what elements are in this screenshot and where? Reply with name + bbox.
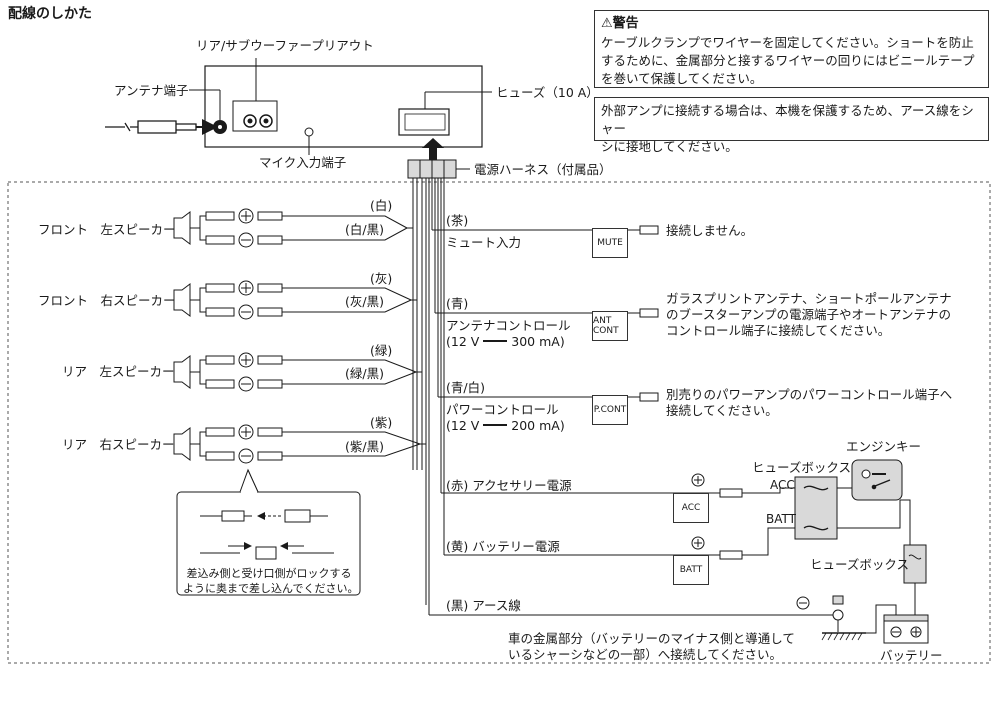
speaker-icon bbox=[173, 211, 191, 245]
speaker-wire-minus bbox=[282, 443, 421, 457]
speaker-label-1: フロント 左スピーカー bbox=[38, 222, 176, 237]
warning-heading: ⚠警告 bbox=[601, 16, 639, 31]
battery-label: バッテリー bbox=[880, 648, 943, 663]
desc-mute: 接続しません。 bbox=[666, 223, 754, 238]
wire-name-pcont: パワーコントロール bbox=[446, 402, 559, 417]
amp-note-line-1: 外部アンプに接続する場合は、本機を保護するため、アース線をシャー bbox=[601, 103, 974, 137]
dc-symbol bbox=[483, 340, 508, 342]
antenna-plug bbox=[105, 120, 197, 134]
acc-label: ACC bbox=[770, 478, 795, 492]
desc-pcont-line-2: 接続してください。 bbox=[666, 403, 778, 418]
tag-acc: ACC bbox=[673, 493, 709, 523]
fuse-box-label: ヒューズボックス bbox=[752, 460, 852, 475]
wire-minus-1: (白/黒) bbox=[345, 222, 384, 237]
mic-jack bbox=[304, 127, 314, 137]
wire-spec-ant: (12 V 300 mA) bbox=[446, 334, 565, 349]
wire-acc-label: (赤) アクセサリー電源 bbox=[446, 478, 572, 493]
wire-name-mute: ミュート入力 bbox=[446, 235, 522, 250]
speaker-label-2: フロント 右スピーカー bbox=[38, 293, 176, 308]
warning-icon: ⚠ bbox=[601, 16, 613, 31]
speaker-icon bbox=[173, 355, 191, 389]
wire-plus-2: (灰) bbox=[370, 271, 393, 286]
wire-name-ant: アンテナコントロール bbox=[446, 318, 571, 333]
wire-color-ant: (青) bbox=[446, 296, 469, 311]
wire-plus-3: (緑) bbox=[370, 343, 393, 358]
speaker-wire-minus bbox=[282, 371, 417, 385]
connector-note-box bbox=[176, 491, 361, 596]
speaker-wire-minus bbox=[282, 227, 408, 241]
speaker-icon bbox=[173, 427, 191, 461]
mic-input-label: マイク入力端子 bbox=[259, 155, 347, 170]
speaker-wire-plus bbox=[282, 359, 417, 373]
fuse-box bbox=[794, 476, 838, 540]
wire-minus-3: (緑/黒) bbox=[345, 366, 384, 381]
warning-line-1: ケーブルクランプでワイヤーを固定してください。ショートを防止 bbox=[601, 34, 974, 50]
wire-plus-1: (白) bbox=[370, 198, 393, 213]
wire-color-mute: (茶) bbox=[446, 213, 469, 228]
wire-bundle bbox=[412, 178, 445, 615]
speaker-group bbox=[173, 208, 426, 464]
wire-plus-4: (紫) bbox=[370, 415, 393, 430]
warning-line-3: を巻いて保護してください。 bbox=[601, 71, 763, 87]
power-connector bbox=[398, 108, 450, 136]
page-title: 配線のしかた bbox=[8, 6, 92, 22]
wire-ground-label: (黒) アース線 bbox=[446, 598, 521, 613]
desc-pcont-line-1: 別売りのパワーアンプのパワーコントロール端子へ bbox=[666, 387, 953, 402]
rear-sub-preout-label: リア/サブウーファープリアウト bbox=[196, 38, 374, 53]
desc-ant-line-3: コントロール端子に接続してください。 bbox=[666, 323, 891, 338]
antenna-terminal-label: アンテナ端子 bbox=[114, 83, 189, 98]
tag-p-cont: P.CONT bbox=[592, 395, 628, 425]
tag-batt: BATT bbox=[673, 555, 709, 585]
chassis-ground bbox=[820, 595, 866, 641]
power-harness-label: 電源ハーネス（付属品） bbox=[474, 162, 612, 177]
speaker-wire-plus bbox=[282, 215, 408, 229]
speaker-wire-plus bbox=[282, 431, 421, 445]
engine-key bbox=[851, 459, 903, 501]
fuse-label: ヒューズ（10 A） bbox=[496, 85, 599, 100]
desc-ant-line-1: ガラスプリントアンテナ、ショートポールアンテナ bbox=[666, 291, 952, 306]
speaker-icon bbox=[173, 283, 191, 317]
wire-spec-pcont: (12 V 200 mA) bbox=[446, 418, 565, 433]
engine-key-label: エンジンキー bbox=[846, 439, 922, 454]
wire-color-pcont: (青/白) bbox=[446, 380, 485, 395]
wire-batt-label: (黄) バッテリー電源 bbox=[446, 539, 560, 554]
fuse-box-2-label: ヒューズボックス bbox=[810, 557, 910, 572]
speaker-label-3: リア 左スピーカー bbox=[62, 364, 175, 379]
amp-note-line-2: シに接地してください。 bbox=[601, 139, 738, 155]
connector-note: 差込み側と受け口側がロックする ように奥まで差し込んでください。 bbox=[183, 567, 359, 595]
speaker-wire-plus bbox=[282, 287, 412, 301]
batt-label: BATT bbox=[766, 512, 796, 526]
dc-symbol bbox=[483, 424, 508, 426]
wire-minus-4: (紫/黒) bbox=[345, 439, 384, 454]
ground-note-line-1: 車の金属部分（バッテリーのマイナス側と導通して bbox=[508, 631, 795, 646]
tag-mute: MUTE bbox=[592, 228, 628, 258]
speaker-label-4: リア 右スピーカー bbox=[62, 437, 175, 452]
ground-note-line-2: いるシャーシなどの一部）へ接続してください。 bbox=[508, 647, 783, 662]
speaker-wire-minus bbox=[282, 299, 412, 313]
amp-note-box: 外部アンプに接続する場合は、本機を保護するため、アース線をシャー シに接地してく… bbox=[594, 97, 989, 154]
wire-minus-2: (灰/黒) bbox=[345, 294, 384, 309]
warning-line-2: するために、金属部分と接するワイヤーの回りにはビニールテープ bbox=[601, 52, 975, 68]
desc-ant-line-2: のブースターアンプの電源端子やオートアンテナの bbox=[666, 307, 952, 322]
tag-ant-cont: ANT CONT bbox=[592, 311, 628, 341]
warning-box: ⚠警告 ケーブルクランプでワイヤーを固定してください。ショートを防止 するために… bbox=[594, 10, 989, 88]
insert-arrow bbox=[422, 138, 444, 160]
